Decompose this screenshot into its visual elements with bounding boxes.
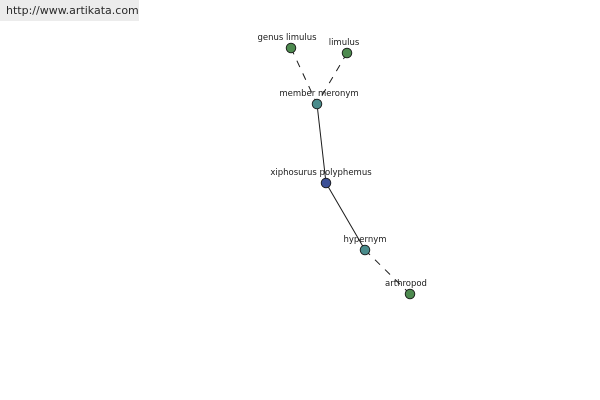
node-circle-member-meronym[interactable] <box>311 98 323 110</box>
node-label-xiphosurus-polyphemus[interactable]: xiphosurus polyphemus <box>270 168 372 178</box>
node-circle-limulus[interactable] <box>341 47 353 59</box>
edge-xiphosurus-polyphemus-to-hypernym <box>325 182 366 251</box>
node-arthropod[interactable]: arthropod <box>385 279 427 300</box>
node-label-hypernym[interactable]: hypernym <box>343 235 386 245</box>
edge-member-meronym-to-xiphosurus-polyphemus <box>316 103 327 184</box>
edge-genus-limulus-to-member-meronym <box>290 47 318 105</box>
node-circle-hypernym[interactable] <box>359 244 371 256</box>
edge-hypernym-to-arthropod <box>364 249 411 295</box>
node-circle-arthropod[interactable] <box>404 288 416 300</box>
node-label-genus-limulus[interactable]: genus limulus <box>257 33 317 43</box>
node-genus-limulus[interactable]: genus limulus <box>257 33 317 54</box>
node-xiphosurus-polyphemus[interactable]: xiphosurus polyphemus <box>270 168 372 189</box>
nodes-layer: genus limulus limulus member meronym xiphos… <box>257 33 427 300</box>
node-circle-xiphosurus-polyphemus[interactable] <box>320 177 332 189</box>
node-hypernym[interactable]: hypernym <box>343 235 387 256</box>
source-url-banner[interactable]: http://www.artikata.com <box>0 0 139 21</box>
node-member-meronym[interactable]: member meronym <box>279 89 359 110</box>
edges-layer <box>290 47 411 295</box>
node-circle-genus-limulus[interactable] <box>285 42 297 54</box>
source-url-text: http://www.artikata.com <box>6 4 139 17</box>
node-label-limulus[interactable]: limulus <box>329 38 360 48</box>
node-limulus[interactable]: limulus <box>329 38 360 59</box>
node-label-member-meronym[interactable]: member meronym <box>279 89 358 99</box>
edge-limulus-to-member-meronym <box>316 52 348 105</box>
node-label-arthropod[interactable]: arthropod <box>385 279 427 289</box>
